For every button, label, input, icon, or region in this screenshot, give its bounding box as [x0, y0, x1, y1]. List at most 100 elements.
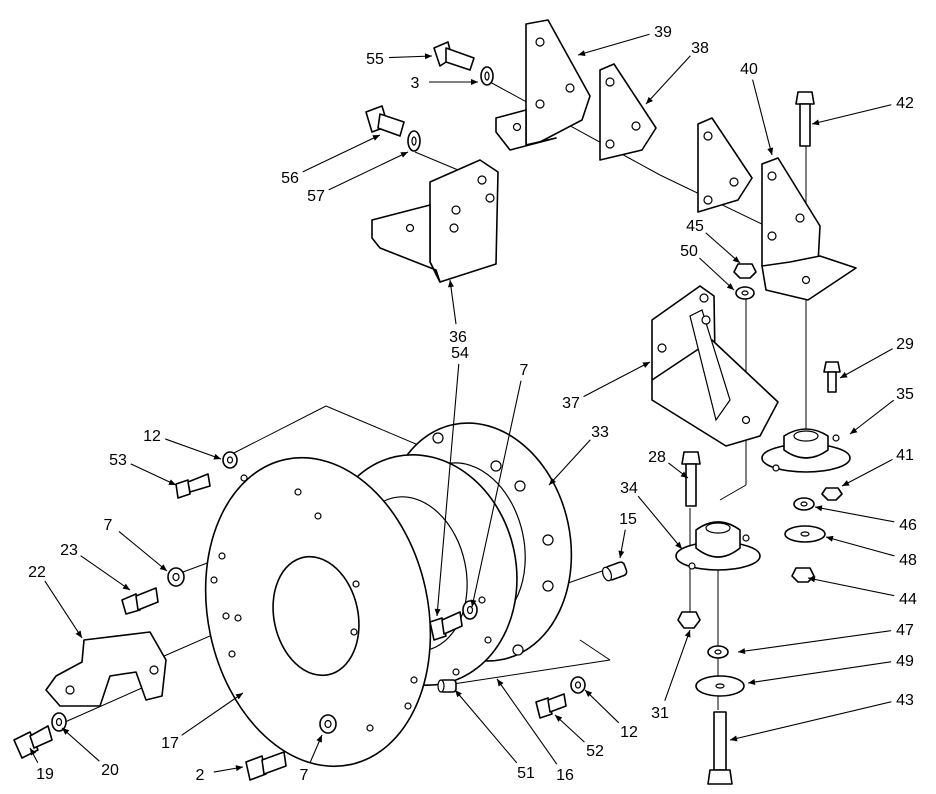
- washer-12-bottom: [570, 676, 586, 694]
- leader-arrowhead-40: [767, 147, 774, 155]
- leader-arrowhead-56: [372, 135, 380, 141]
- callout-label-35: 35: [896, 386, 914, 403]
- leader-arrowhead-55: [424, 53, 432, 60]
- leader-arrowhead-12: [213, 453, 221, 460]
- bolt-23: [121, 587, 159, 615]
- leader-arrowhead-19: [30, 748, 37, 756]
- leader-line-7b: [118, 531, 168, 572]
- leader-line-38: [645, 55, 691, 105]
- spacer-15: [601, 561, 628, 582]
- bolt-53: [175, 473, 211, 499]
- leader-arrowhead-39: [578, 50, 586, 56]
- washer-7-center: [462, 600, 478, 620]
- leader-line-50: [699, 257, 735, 291]
- callout-leaders: [29, 33, 895, 773]
- bolt-43: [707, 711, 733, 785]
- callout-label-45: 45: [686, 218, 704, 235]
- bolt-52: [535, 693, 567, 719]
- callout-label-7b: 7: [104, 517, 113, 534]
- callout-label-3: 3: [411, 75, 420, 92]
- leader-arrowhead-2: [235, 765, 243, 772]
- leader-arrowhead-33: [549, 477, 556, 485]
- bracket-39: [495, 19, 591, 151]
- callout-label-46: 46: [899, 517, 917, 534]
- leader-arrowhead-38: [646, 96, 653, 104]
- leader-line-22: [44, 580, 83, 639]
- leader-arrowhead-37: [642, 362, 650, 368]
- leader-arrowhead-46: [815, 505, 823, 512]
- leader-line-7: [471, 380, 522, 608]
- washer-3: [480, 66, 494, 86]
- washer-7-left: [167, 567, 185, 587]
- leader-line-36: [449, 279, 457, 325]
- bolt-55: [433, 41, 475, 71]
- front-plate-17: [204, 456, 432, 768]
- washer-7-bottom: [319, 714, 337, 734]
- callout-label-42: 42: [896, 95, 914, 112]
- leader-arrowhead-20: [62, 728, 70, 735]
- leader-line-31: [664, 629, 691, 701]
- callout-label-44: 44: [899, 591, 917, 608]
- leader-arrowhead-54: [434, 608, 441, 616]
- leader-line-53: [130, 463, 177, 486]
- leader-arrowhead-43: [730, 735, 738, 742]
- leader-arrowhead-7b: [159, 564, 167, 571]
- callout-label-52: 52: [586, 743, 604, 760]
- leader-line-29: [839, 348, 893, 379]
- callout-label-41: 41: [896, 447, 914, 464]
- callout-label-55: 55: [366, 51, 384, 68]
- callout-label-51: 51: [517, 765, 535, 782]
- leader-line-42: [811, 104, 892, 125]
- bolt-29: [823, 361, 841, 393]
- leader-arrowhead-23: [122, 583, 130, 590]
- leader-line-55: [388, 55, 433, 59]
- callout-label-43: 43: [896, 692, 914, 709]
- bolt-28: [681, 451, 701, 507]
- leader-arrowhead-12b: [585, 690, 593, 697]
- leader-arrowhead-45: [732, 256, 740, 263]
- leader-line-56: [302, 134, 381, 173]
- leader-arrowhead-17: [235, 693, 243, 700]
- leader-line-49: [747, 661, 892, 684]
- gusset-plate-38a: [599, 63, 657, 161]
- leader-arrowhead-47: [738, 648, 746, 655]
- leader-line-20: [61, 727, 100, 762]
- bolt-54: [429, 611, 463, 641]
- washer-12-top: [222, 451, 238, 469]
- leader-line-41: [841, 458, 893, 487]
- washer-20: [51, 712, 67, 732]
- leader-line-44: [807, 577, 895, 597]
- callout-label-57: 57: [307, 188, 325, 205]
- isolator-mount-35: [761, 428, 851, 473]
- callout-label-12: 12: [143, 428, 161, 445]
- leader-arrowhead-15: [618, 550, 625, 558]
- leader-arrowhead-28: [680, 471, 688, 478]
- leader-arrowhead-42: [812, 119, 820, 126]
- leader-line-40: [752, 79, 773, 156]
- callout-label-23: 23: [60, 542, 78, 559]
- leader-line-47: [737, 630, 892, 653]
- leader-arrowhead-51: [455, 690, 462, 698]
- callout-label-16: 16: [556, 767, 574, 784]
- callout-label-49: 49: [896, 653, 914, 670]
- callout-label-28: 28: [648, 449, 666, 466]
- callout-label-19: 19: [36, 766, 54, 783]
- callout-label-40: 40: [740, 61, 758, 78]
- leader-line-43: [729, 701, 892, 741]
- callout-label-2: 2: [196, 767, 205, 784]
- callout-label-31: 31: [651, 705, 669, 722]
- leader-arrowhead-34: [675, 541, 682, 549]
- leader-arrowhead-53: [168, 479, 176, 485]
- leader-arrowhead-41: [842, 480, 850, 486]
- leader-arrowhead-50: [726, 283, 734, 290]
- callout-label-33: 33: [591, 424, 609, 441]
- leader-line-46: [814, 506, 895, 523]
- bracket-22: [45, 631, 167, 707]
- leader-line-12: [165, 438, 222, 460]
- bracket-36: [371, 159, 499, 283]
- callout-label-12b: 12: [620, 724, 638, 741]
- callout-label-47: 47: [896, 622, 914, 639]
- callout-label-48: 48: [899, 552, 917, 569]
